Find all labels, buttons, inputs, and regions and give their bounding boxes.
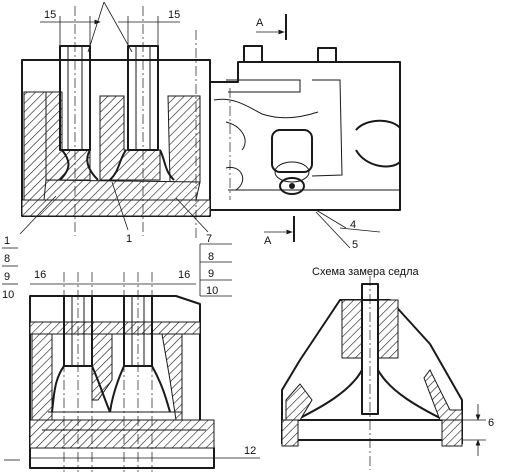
left-stack-10: 10 bbox=[2, 289, 14, 301]
section-mark-bottom: А bbox=[264, 235, 272, 247]
left-stack-8: 8 bbox=[4, 253, 10, 265]
left-stack-9: 9 bbox=[4, 271, 10, 283]
seat-scheme-caption: Схема замера седла bbox=[312, 266, 420, 278]
callout-10: 10 bbox=[206, 285, 218, 297]
top-dim-right: 15 bbox=[168, 9, 180, 21]
top-section-view bbox=[19, 1, 401, 297]
bl-dim-right: 16 bbox=[178, 269, 190, 281]
callout-8: 8 bbox=[208, 251, 214, 263]
callout-5: 5 bbox=[352, 239, 358, 251]
bl-dim-left: 16 bbox=[34, 269, 46, 281]
left-callout-stack: 1 8 9 10 bbox=[2, 235, 18, 301]
callout-9: 9 bbox=[208, 268, 214, 280]
callout-1: 1 bbox=[126, 233, 132, 245]
seat-dim-6: 6 bbox=[488, 417, 494, 429]
section-mark-top: А bbox=[256, 17, 264, 29]
callout-4: 4 bbox=[350, 219, 356, 231]
seat-measure-view bbox=[281, 276, 486, 470]
bottom-left-section-view bbox=[4, 272, 260, 472]
left-stack-1: 1 bbox=[4, 235, 10, 247]
bl-dim-bottom: 12 bbox=[244, 445, 256, 457]
top-dim-left: 15 bbox=[44, 9, 56, 21]
callout-7: 7 bbox=[206, 233, 212, 245]
